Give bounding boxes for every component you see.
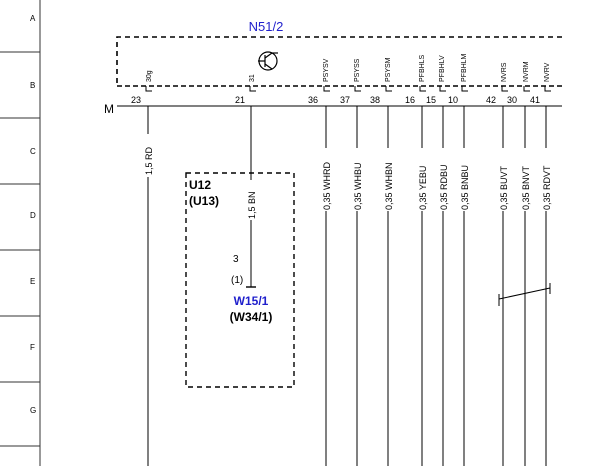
ground-point-alt-name: (W34/1) — [230, 310, 273, 324]
pin-pfbhls: PFBHLS 16 — [405, 54, 426, 105]
ground-point-alt-pin: (1) — [231, 275, 243, 286]
pin-number-37: 37 — [340, 95, 350, 105]
wire-label-rdvt: 0,35 RDVT — [542, 165, 552, 210]
wire-bnbu: 0,35 BNBU — [460, 106, 470, 466]
wire-label-whbn: 0,35 WHBN — [384, 162, 394, 210]
row-label-f: F — [30, 343, 35, 352]
pin-signal-psysm: PSYSM — [385, 57, 392, 82]
wire-label-bnbu: 0,35 BNBU — [460, 165, 470, 210]
wire-label-whrd: 0,35 WHRD — [322, 161, 332, 210]
wire-label-rdbu: 0,35 RDBU — [439, 164, 449, 210]
pin-signal-psyss: PSYSS — [354, 58, 361, 82]
group-box-name: U12 — [189, 178, 211, 192]
ground-point-pin: 3 — [233, 254, 239, 265]
row-label-c: C — [30, 147, 36, 156]
row-label-e: E — [30, 277, 35, 286]
pin-nvrm: NVRM 30 — [507, 61, 530, 105]
wire-label-1-5-bn: 1,5 BN — [247, 191, 257, 219]
wire-bnvt: 0,35 BNVT — [521, 106, 531, 466]
wire-yebu: 0,35 YEBU — [418, 106, 428, 466]
pin-number-30: 30 — [507, 95, 517, 105]
row-label-g: G — [30, 406, 36, 415]
row-label-b: B — [30, 81, 35, 90]
wire-label-buvt: 0,35 BUVT — [499, 165, 509, 210]
ground-label: M — [104, 102, 114, 116]
transistor-icon — [258, 51, 278, 71]
pin-signal-31: 31 — [249, 74, 256, 82]
pin-number-41: 41 — [530, 95, 540, 105]
row-grid: A B C D E F G — [0, 0, 41, 466]
pin-nvrv: NVRV 41 — [530, 62, 551, 105]
group-box-alt-name: (U13) — [189, 194, 219, 208]
wire-1-5-bn: 1,5 BN — [246, 106, 257, 288]
row-label-a: A — [30, 14, 36, 23]
pin-number-23: 23 — [131, 95, 141, 105]
pin-number-15: 15 — [426, 95, 436, 105]
pin-number-21: 21 — [235, 95, 245, 105]
wire-whrd: 0,35 WHRD — [322, 106, 332, 466]
pin-signal-nvrv: NVRV — [544, 62, 551, 82]
wire-1-5-rd: 1,5 RD — [144, 106, 154, 466]
ground-point-name: W15/1 — [234, 294, 269, 308]
group-box-u12 — [185, 172, 295, 388]
wire-label-yebu: 0,35 YEBU — [418, 166, 428, 210]
pin-signal-psysv: PSYSV — [323, 58, 330, 82]
wire-label-whbu: 0,35 WHBU — [353, 162, 363, 210]
pin-psysv: PSYSV 36 — [308, 58, 330, 105]
twisted-pair-marker — [498, 283, 551, 306]
pin-number-38: 38 — [370, 95, 380, 105]
row-label-d: D — [30, 211, 36, 220]
pin-signal-nvrm: NVRM — [523, 61, 530, 82]
pin-number-10: 10 — [448, 95, 458, 105]
pin-signal-pfbhlm: PFBHLM — [461, 53, 468, 82]
pin-signal-pfbhlv: PFBHLV — [439, 55, 446, 82]
pin-signal-nvrs: NVRS — [501, 62, 508, 82]
pin-number-16: 16 — [405, 95, 415, 105]
wire-rdvt: 0,35 RDVT — [542, 106, 552, 466]
pin-31: 31 21 — [235, 74, 256, 105]
pin-30g: 30g 23 — [131, 70, 153, 105]
component-box-outline — [116, 36, 562, 84]
wire-buvt: 0,35 BUVT — [499, 106, 509, 466]
pin-number-42: 42 — [486, 95, 496, 105]
pin-signal-30g: 30g — [146, 70, 153, 82]
pin-signal-pfbhls: PFBHLS — [419, 54, 426, 82]
wire-whbu: 0,35 WHBU — [353, 106, 363, 466]
wire-label-bnvt: 0,35 BNVT — [521, 165, 531, 210]
wire-label-1-5-rd: 1,5 RD — [144, 146, 154, 175]
pin-number-36: 36 — [308, 95, 318, 105]
component-title: N51/2 — [249, 19, 284, 34]
pin-nvrs: NVRS 42 — [486, 62, 508, 105]
pin-pfbhlm: PFBHLM 10 — [448, 53, 468, 105]
pin-psysm: PSYSM 38 — [370, 57, 392, 105]
wire-rdbu: 0,35 RDBU — [439, 106, 449, 466]
pin-psyss: PSYSS 37 — [340, 58, 361, 105]
wire-whbn: 0,35 WHBN — [384, 106, 394, 466]
pin-pfbhlv: PFBHLV 15 — [426, 55, 446, 105]
